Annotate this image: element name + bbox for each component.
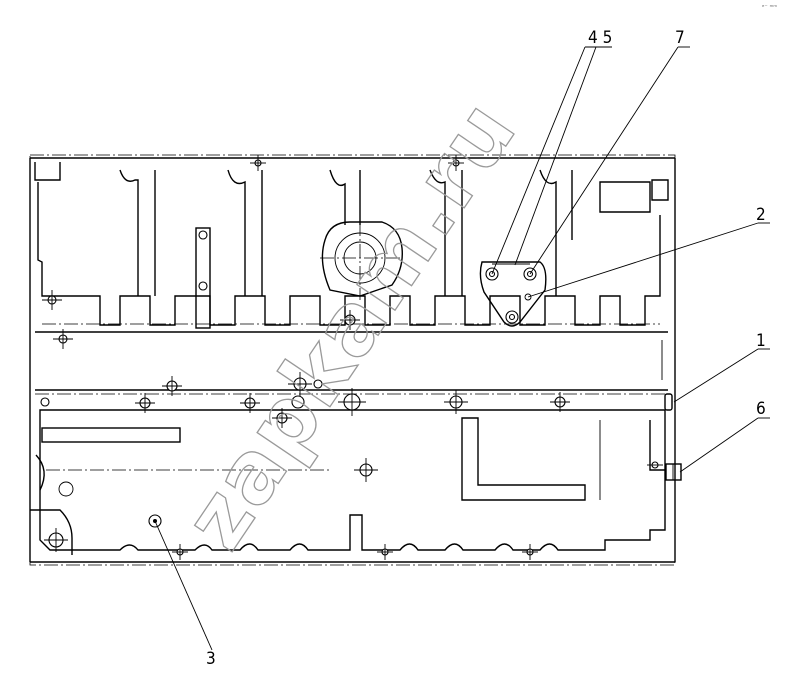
plug-item-1 [664, 393, 673, 411]
callout-2: 2 [756, 205, 766, 225]
hole [42, 290, 62, 310]
hole [522, 544, 538, 560]
hole [40, 397, 50, 407]
callout-1: 1 [756, 331, 766, 351]
hole [338, 388, 366, 416]
bolt-holes [40, 155, 663, 560]
hole [44, 528, 68, 552]
oil-gallery [195, 227, 211, 329]
hole [291, 395, 305, 409]
callout-4-5: 4 5 [588, 28, 612, 48]
hole [448, 155, 464, 171]
hole [647, 461, 663, 469]
hole [135, 393, 155, 413]
hole [288, 372, 312, 396]
hole [53, 329, 73, 349]
corner-mark: ᵉ⁻ ᵐᵐ [762, 4, 777, 11]
hole [354, 458, 378, 482]
fitting-item-6 [665, 463, 682, 481]
hole [340, 310, 360, 330]
lower-region [30, 409, 666, 555]
callout-6: 6 [756, 399, 766, 419]
outer-frame [29, 154, 676, 566]
flange-housing [320, 221, 403, 300]
callout-3: 3 [206, 649, 216, 669]
hole [250, 155, 266, 171]
callout-labels: 1 2 3 4 5 6 7 [206, 28, 766, 669]
hole [272, 408, 292, 428]
leader-lines [154, 46, 770, 651]
hole [550, 392, 570, 412]
hole [313, 379, 323, 389]
hole [162, 376, 182, 396]
hole [240, 393, 260, 413]
hole [172, 544, 188, 560]
hole [377, 544, 393, 560]
callout-7: 7 [675, 28, 685, 48]
hole [444, 390, 468, 414]
